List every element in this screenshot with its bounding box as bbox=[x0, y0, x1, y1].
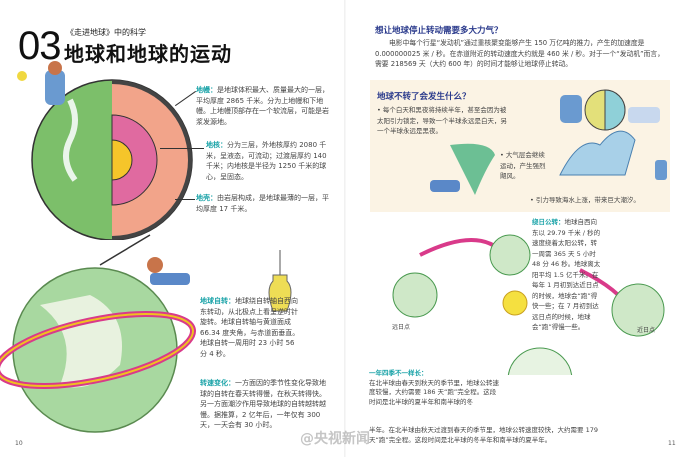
tidal-wave bbox=[559, 130, 636, 176]
small-bulb-icon bbox=[17, 71, 27, 81]
crust-description: 地壳：由岩层构成，是地球最薄的一层，平均厚度 17 千米。 bbox=[196, 193, 331, 214]
rotation-label: 地球自转： bbox=[200, 297, 235, 305]
what-if-item-daynight: • 每个白天和黑夜将持续半年，甚至会因为被太阳引力锁定，导致一个半球永远是白天，… bbox=[377, 106, 507, 135]
speed-change-description: 转速变化：一方面因的季节性变化导致地球的自转在春天转得慢，在秋天转得快。另一方面… bbox=[200, 378, 330, 431]
lightbulb-illustration bbox=[268, 250, 292, 312]
what-if-box: 地球不转了会发生什么？ • 每个白天和黑夜将持续半年，甚至会因为被太阳引力锁定，… bbox=[370, 80, 670, 212]
what-if-illustrations bbox=[559, 89, 667, 180]
crust-text: 由岩层构成，是地球最薄的一层，平均厚度 17 千米。 bbox=[196, 194, 329, 213]
what-if-item-hurricane: • 大气层会继续运动，产生强烈飓风。 bbox=[500, 151, 546, 180]
mantle-label: 地幔： bbox=[196, 86, 217, 94]
item-text: 大气层会继续运动，产生强烈飓风。 bbox=[500, 151, 546, 180]
chapter-subtitle: 《走进地球》中的科学 bbox=[66, 28, 146, 37]
seasons-text-2: 半年。在北半球由秋天过渡到春天的季节里，地球公转速度较快，大约需要 179 天“… bbox=[369, 426, 598, 444]
page-number-right: 11 bbox=[668, 440, 676, 447]
seasons-label: 一年四季不一样长： bbox=[369, 369, 428, 377]
crust-pointer bbox=[175, 199, 195, 200]
item-text: 引力导致海水上涨，带来巨大潮汐。 bbox=[535, 196, 640, 204]
core-description: 地核：分为三层，外地核厚约 2080 千米，呈液态，可流动；过渡层厚约 140 … bbox=[206, 140, 331, 182]
revolution-text: 地球自西向东以 29.79 千米 / 秒的速度绕着太阳公转，转一周需 365 天… bbox=[532, 218, 601, 331]
chapter-number: 03 bbox=[18, 24, 61, 68]
child-figure bbox=[147, 257, 163, 273]
perihelion-label: 近日点 bbox=[637, 327, 656, 334]
rotation-text: 地球绕自转轴自西向东转动，从北极点上看呈逆时针旋转。地球自转轴与黄道面成 66.… bbox=[200, 297, 300, 358]
sun-icon bbox=[502, 290, 528, 316]
page-number-left: 10 bbox=[15, 440, 23, 447]
earth-cross-section-illustration bbox=[17, 61, 193, 240]
page-title: 地球和地球的运动 bbox=[64, 42, 232, 66]
speed-change-text: 一方面因的季节性变化导致地球的自转在春天转得慢，在秋天转得快。另一方面潮汐作用导… bbox=[200, 379, 326, 429]
core-text: 分为三层，外地核厚约 2080 千米，呈液态，可流动；过渡层厚约 140 千米；… bbox=[206, 141, 327, 181]
orbit-diagram bbox=[392, 234, 665, 375]
core-label: 地核： bbox=[206, 141, 227, 149]
page-gutter bbox=[344, 0, 346, 457]
speed-change-label: 转速变化： bbox=[200, 379, 235, 387]
crust-label: 地壳： bbox=[196, 194, 217, 202]
tornado-illustration bbox=[430, 143, 495, 195]
what-if-item-tide: • 引力导致海水上涨，带来巨大潮汐。 bbox=[530, 196, 640, 204]
core-pointer bbox=[160, 148, 204, 149]
question-heading: 想让地球停止转动需要多大力气？ bbox=[375, 26, 503, 36]
seasons-text-1: 在北半球由春天到秋天的季节里，地球公转速度较慢，大约需要 186 天“跑”完全程… bbox=[369, 378, 499, 406]
earth-rotation-illustration bbox=[0, 234, 197, 433]
mantle-text: 是地球体积最大、质量最大的一层，平均厚度 2865 千米。分为上地幔和下地幔。上… bbox=[196, 86, 329, 126]
revolution-label: 绕日公转： bbox=[532, 218, 565, 226]
moon-half bbox=[604, 89, 626, 131]
item-text: 每个白天和黑夜将持续半年，甚至会因为被太阳引力锁定，导致一个半球永远是白天，另一… bbox=[377, 106, 507, 135]
seasons-description: 一年四季不一样长：在北半球由春天到秋天的季节里，地球公转速度较慢，大约需要 18… bbox=[369, 369, 499, 407]
child-figure bbox=[45, 70, 65, 105]
aphelion-label: 远日点 bbox=[392, 324, 411, 331]
what-if-title: 地球不转了会发生什么？ bbox=[377, 92, 471, 102]
watermark: @央视新闻 bbox=[300, 431, 370, 447]
revolution-description: 绕日公转：地球自西向东以 29.79 千米 / 秒的速度绕着太阳公转，转一周需 … bbox=[532, 217, 602, 333]
rotation-description: 地球自转：地球绕自转轴自西向东转动，从北极点上看呈逆时针旋转。地球自转轴与黄道面… bbox=[200, 296, 300, 359]
question-paragraph: 电影中每个行星“发动机”通过重核聚变能够产生 150 万亿吨的推力，产生的加速度… bbox=[375, 39, 665, 68]
mantle-description: 地幔：是地球体积最大、质量最大的一层，平均厚度 2865 千米。分为上地幔和下地… bbox=[196, 85, 331, 127]
